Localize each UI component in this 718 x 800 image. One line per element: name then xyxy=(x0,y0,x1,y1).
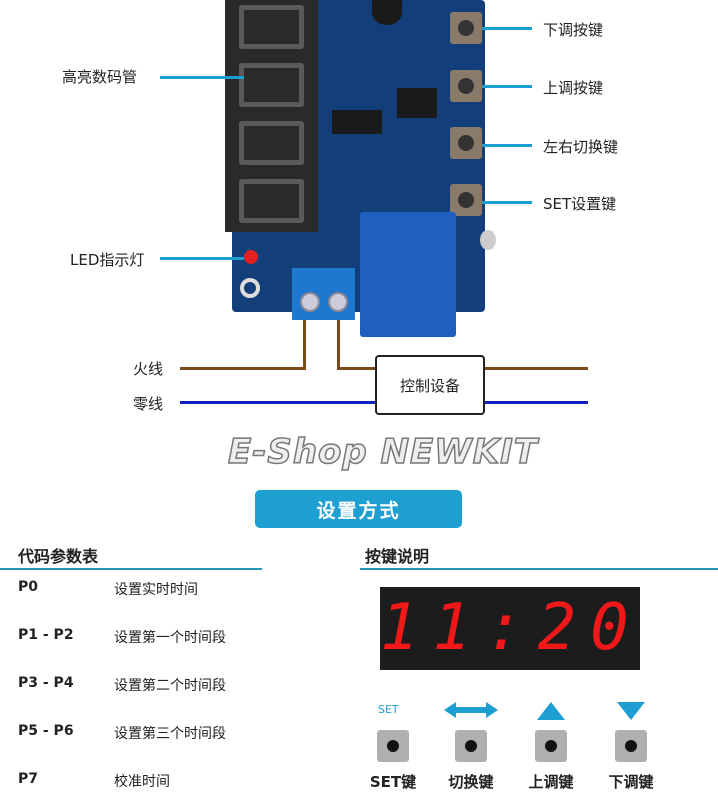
up-key-icon xyxy=(535,730,567,762)
switch-key-icon xyxy=(455,730,487,762)
key-label-switch: 切换键 xyxy=(448,773,494,791)
key-label-up: 上调键 xyxy=(528,773,574,791)
clock-display: 11:20 xyxy=(380,587,640,670)
label-set-key: SET设置键 xyxy=(543,195,617,213)
label-led: LED指示灯 xyxy=(70,251,145,269)
keys-title: 按键说明 xyxy=(365,547,430,566)
relay xyxy=(360,212,456,337)
label-display: 高亮数码管 xyxy=(62,68,138,86)
key-label-set: SET键 xyxy=(369,773,417,791)
label-down-key: 下调按键 xyxy=(543,21,604,39)
left-right-arrow-icon xyxy=(444,702,498,718)
set-icon: SET xyxy=(378,703,399,716)
terminal-block xyxy=(292,268,355,320)
label-live-wire: 火线 xyxy=(133,360,164,378)
set-button xyxy=(450,184,482,216)
label-neutral-wire: 零线 xyxy=(133,395,164,413)
down-button xyxy=(450,12,482,44)
controlled-device-box: 控制设备 xyxy=(375,355,485,415)
up-button xyxy=(450,70,482,102)
up-arrow-icon xyxy=(537,702,565,720)
switch-button xyxy=(450,127,482,159)
down-key-icon xyxy=(615,730,647,762)
settings-banner: 设置方式 xyxy=(255,490,462,528)
seven-segment-display xyxy=(225,0,318,232)
set-key-icon xyxy=(377,730,409,762)
watermark: E-Shop NEWKIT xyxy=(227,431,538,473)
down-arrow-icon xyxy=(617,702,645,720)
label-switch-key: 左右切换键 xyxy=(543,138,619,156)
code-table-title: 代码参数表 xyxy=(18,547,99,566)
key-label-down: 下调键 xyxy=(608,773,654,791)
led-indicator xyxy=(244,250,258,264)
label-up-key: 上调按键 xyxy=(543,79,604,97)
